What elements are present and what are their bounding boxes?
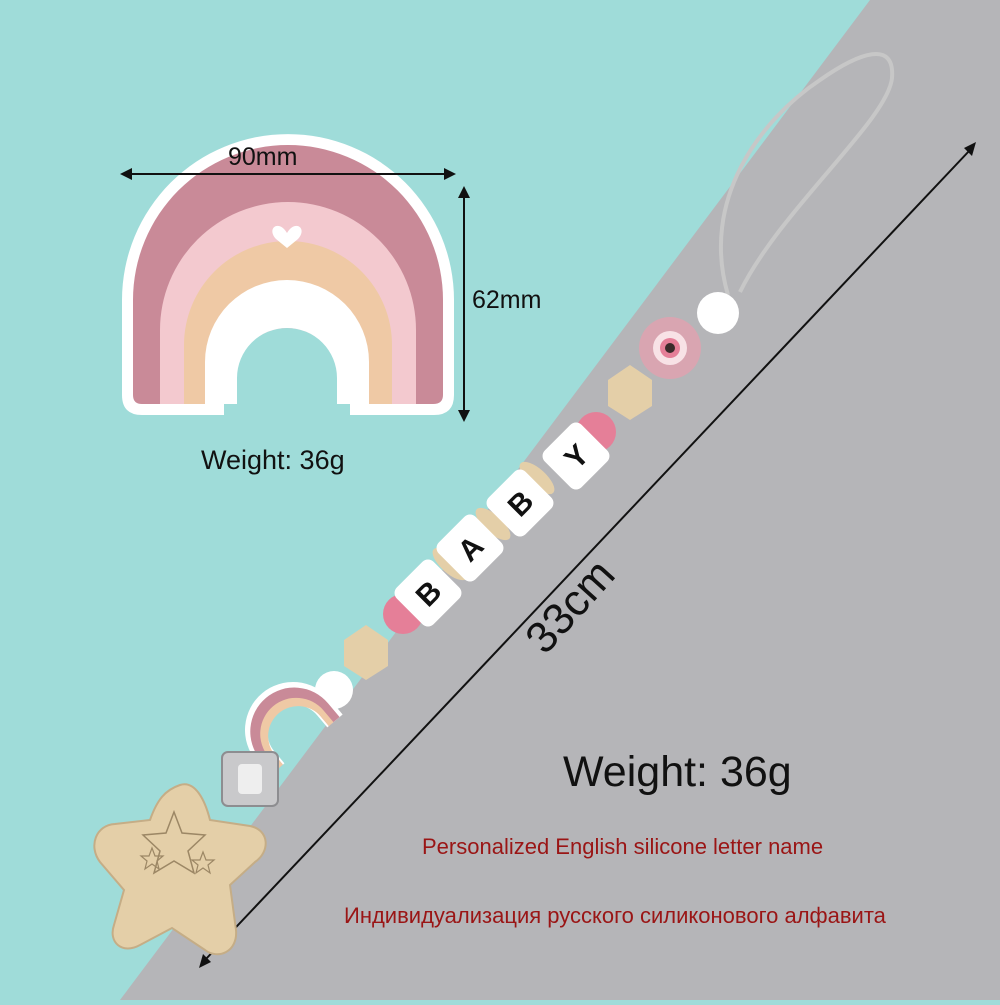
letter-cube-2: B <box>486 469 554 537</box>
metal-clip <box>221 751 279 807</box>
length-arrow <box>199 142 976 968</box>
letter-cube-1: Y <box>542 422 610 490</box>
english-personalization-note: Personalized English silicone letter nam… <box>422 834 824 859</box>
clip-weight-label: Weight: 36g <box>563 748 792 796</box>
rainbow-teether <box>122 134 454 415</box>
russian-personalization-note: Индивидуализация русского силиконового а… <box>344 903 886 928</box>
wooden-star <box>93 783 267 956</box>
string-loop <box>718 52 895 296</box>
teether-width-label: 90mm <box>228 143 298 171</box>
height-arrow <box>458 186 470 422</box>
teether-weight-label: Weight: 36g <box>201 445 345 475</box>
grey-background <box>120 0 1000 1000</box>
letter-cube-3: A <box>436 514 504 582</box>
letter-cube-4: B <box>394 559 462 627</box>
teether-height-label: 62mm <box>472 286 542 314</box>
width-arrow <box>120 168 456 180</box>
